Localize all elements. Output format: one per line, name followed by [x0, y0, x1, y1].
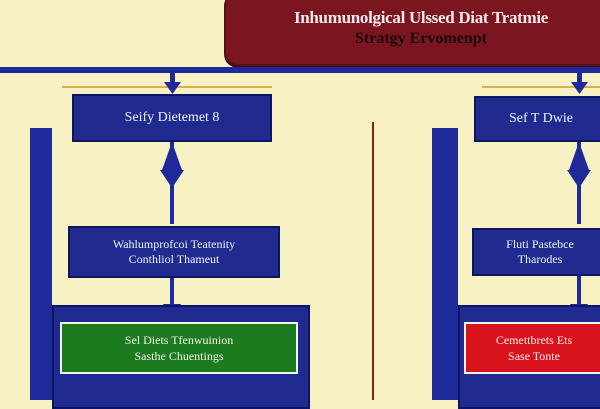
- right-pillar: [432, 128, 458, 400]
- right-result-line2: Sase Tonte: [508, 349, 560, 363]
- left-result-line1: Sel Diets Tfenwuinion: [124, 332, 234, 347]
- left-node-2-line2: Conthliol Thameut: [128, 252, 220, 266]
- left-result-box: Sel Diets Tfenwuinion Sasthe Chuentings: [60, 322, 298, 374]
- right-node-1: Sef T Dwie: [474, 96, 600, 142]
- right-node-2-line2: Tharodes: [517, 252, 563, 266]
- top-connector-bar: [0, 67, 600, 73]
- left-node-1: Seify Dietemet 8: [72, 94, 272, 142]
- title-line2: Stratgy Ervomenpt: [355, 30, 487, 47]
- left-node-2-line1: Wahlumprofcoi Teatenity: [112, 237, 236, 251]
- right-node-2: Fluti Pastebce Tharodes: [472, 228, 600, 276]
- right-result-box: Cemettbrets Ets Sase Tonte: [464, 322, 600, 374]
- right-result-line1: Cemettbrets Ets: [495, 332, 573, 347]
- right-node-1-label: Sef T Dwie: [508, 111, 574, 127]
- right-accent-line: [482, 86, 600, 88]
- left-node-1-label: Seify Dietemet 8: [124, 110, 220, 126]
- title-box: Inhumunolgical Ulssed Diat Tratmie Strat…: [224, 0, 600, 66]
- left-pillar: [30, 128, 52, 400]
- left-node-2: Wahlumprofcoi Teatenity Conthliol Thameu…: [68, 226, 280, 278]
- title-line1: Inhumunolgical Ulssed Diat Tratmie: [293, 8, 549, 27]
- left-accent-line: [62, 86, 272, 88]
- center-divider-line: [372, 122, 374, 400]
- left-result-line2: Sasthe Chuentings: [134, 349, 224, 363]
- right-node-2-line1: Fluti Pastebce: [506, 237, 574, 251]
